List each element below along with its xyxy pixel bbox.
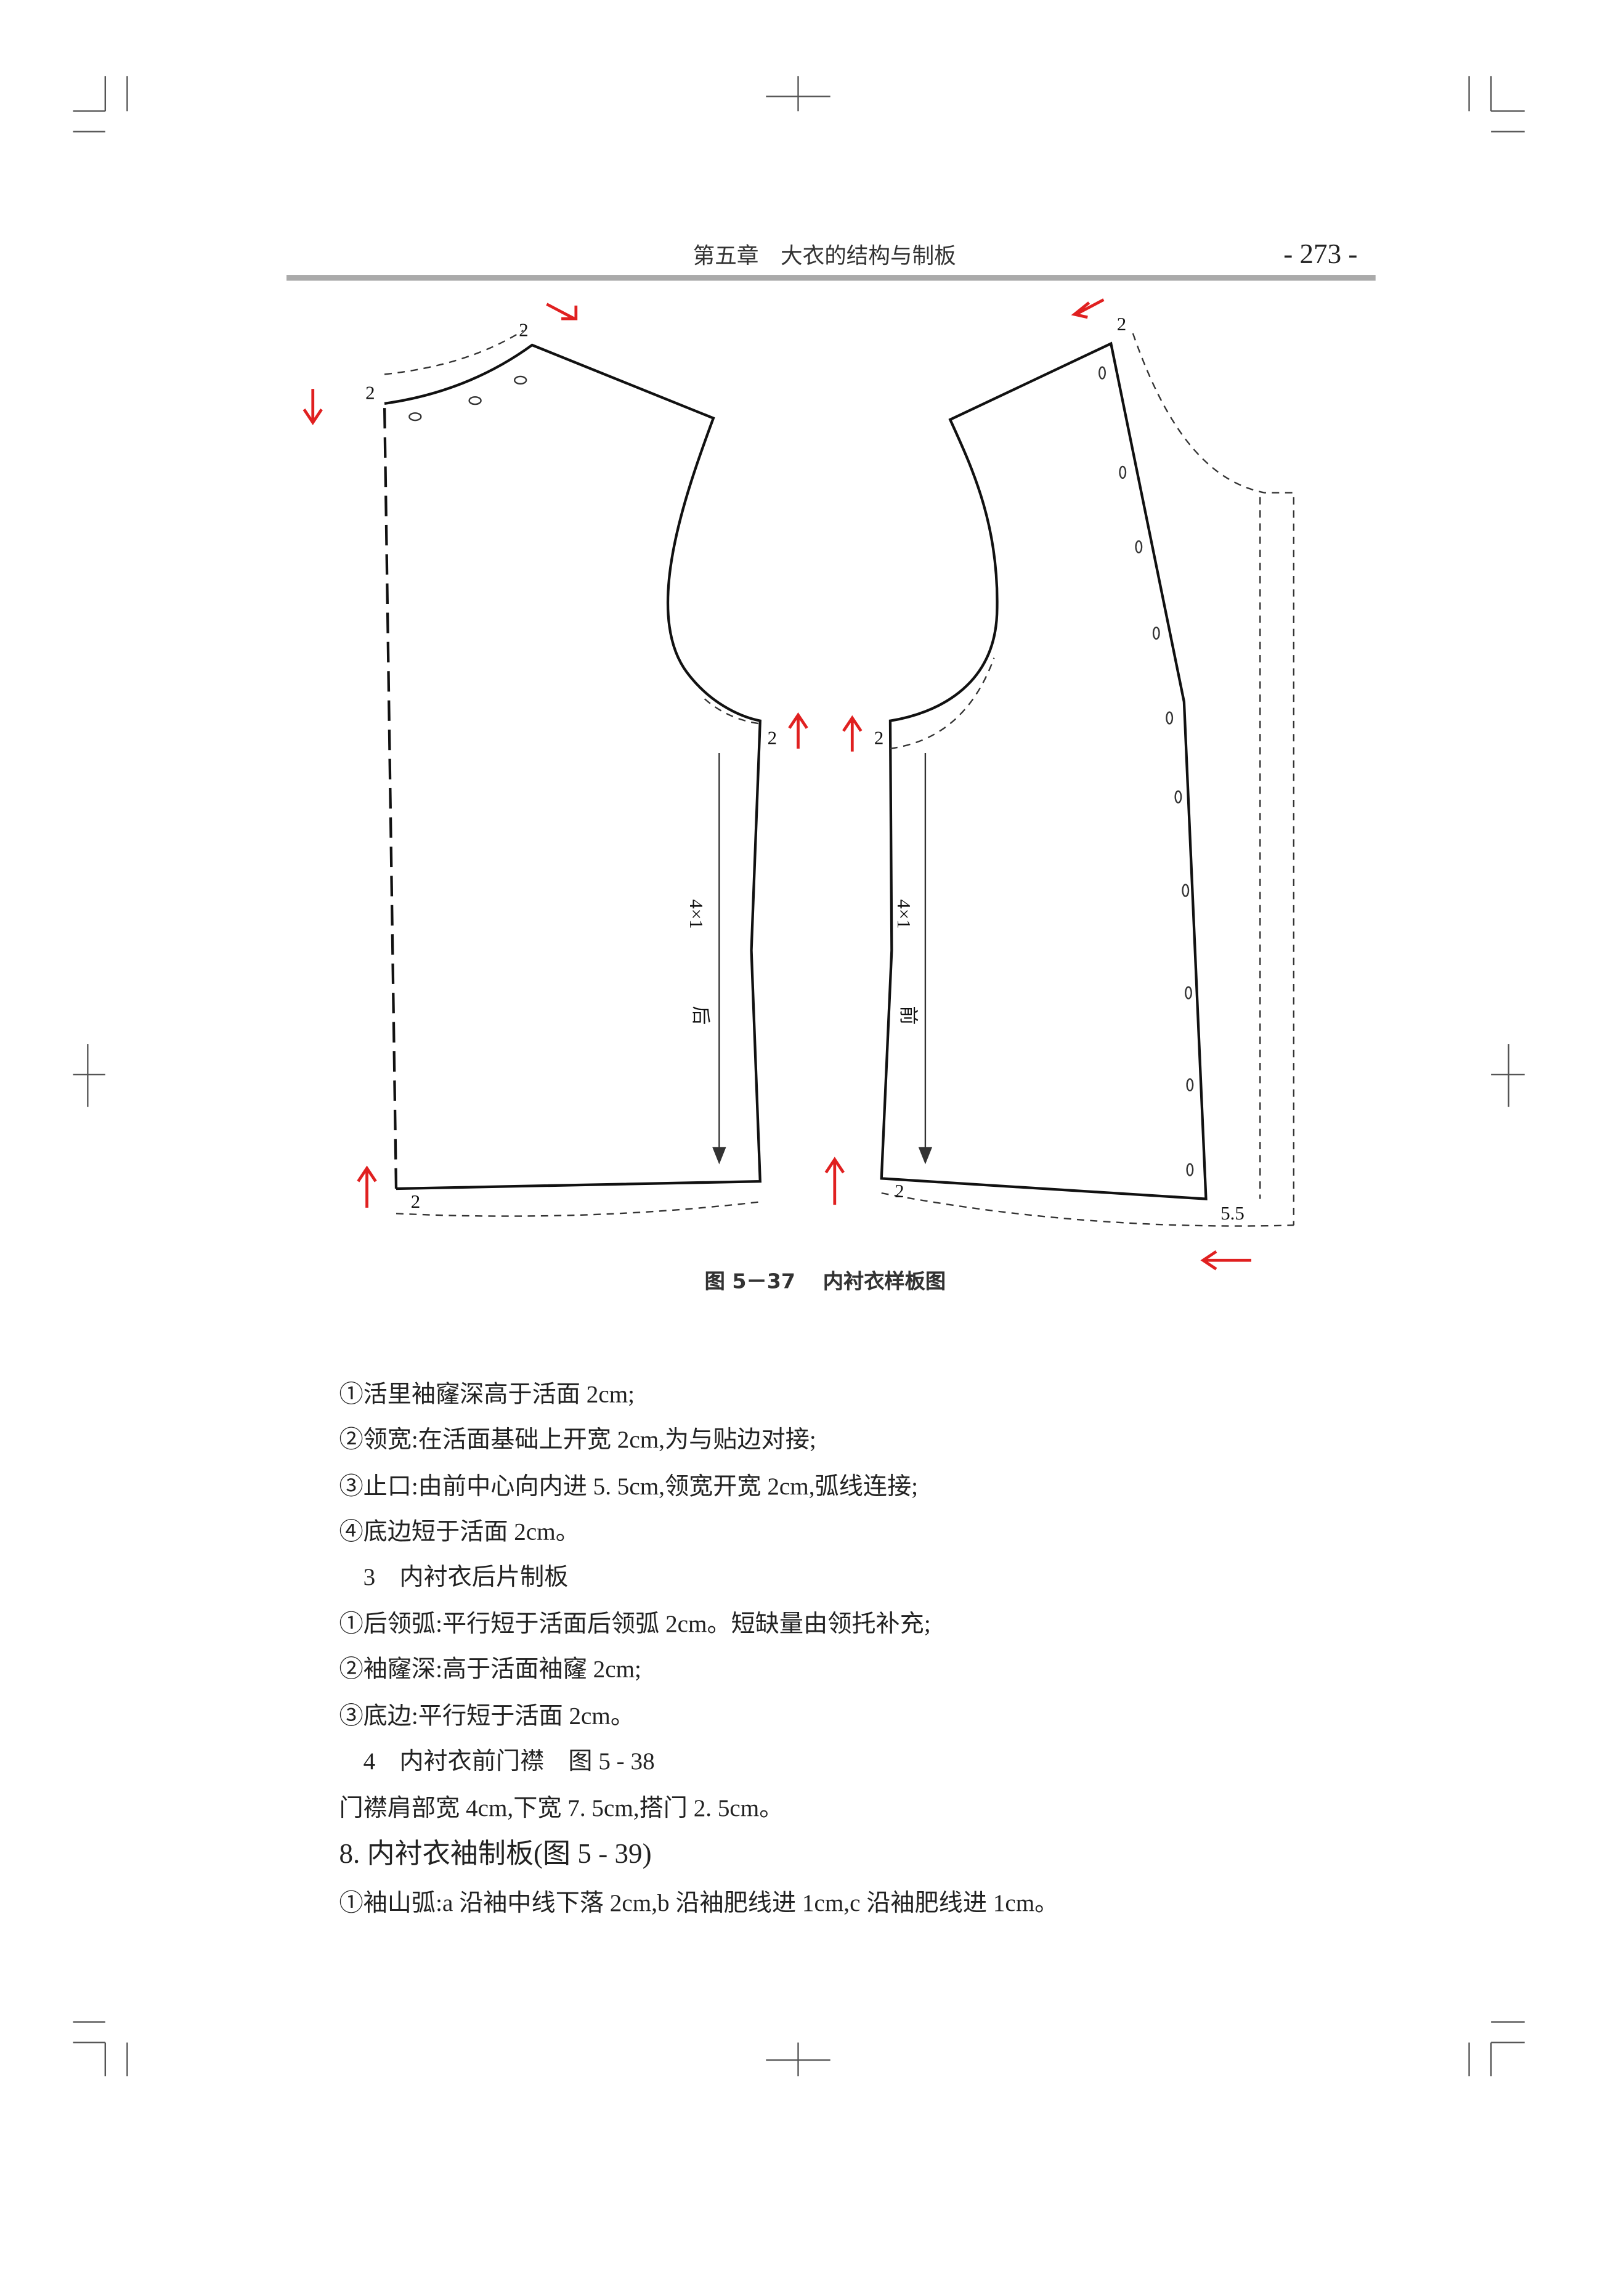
arrow-icon: [1200, 1250, 1252, 1271]
front-piece: [880, 341, 1208, 1200]
label: 后: [690, 1006, 711, 1025]
label: 2: [1117, 314, 1126, 335]
crop-marks: [73, 76, 1525, 2077]
arrow-icon: [824, 1157, 845, 1205]
arrow-icon: [788, 712, 808, 749]
back-piece: [383, 343, 762, 1191]
label: 2: [874, 728, 883, 749]
running-header: 第五章 大衣的结构与制板: [692, 242, 956, 269]
body-line: ①后领弧:平行短于活面后领弧 2cm。短缺量由领托补充;: [339, 1610, 931, 1638]
arrow-icon: [842, 715, 863, 752]
section-heading: 3 内衬衣后片制板: [339, 1563, 569, 1591]
label: 2: [365, 383, 375, 404]
figure-caption: 图 5－37 内衬衣样板图: [704, 1270, 946, 1294]
body-line: ①袖山弧:a 沿袖中线下落 2cm,b 沿袖肥线进 1cm,c 沿袖肥线进 1c…: [339, 1889, 1059, 1917]
body-line: ②袖窿深:高于活面袖窿 2cm;: [339, 1655, 641, 1683]
page-number: - 273 -: [1283, 240, 1358, 271]
buttonholes: [408, 366, 1194, 1176]
back-piece-seam-allowance: [384, 330, 760, 1217]
arrow-icon: [1071, 298, 1105, 319]
label: 2: [519, 320, 528, 341]
front-piece-seam-allowance: [881, 333, 1295, 1227]
body-line: ③止口:由前中心向内进 5. 5cm,领宽开宽 2cm,弧线连接;: [339, 1472, 919, 1500]
arrow-icon: [357, 1165, 377, 1208]
label: 5.5: [1220, 1203, 1245, 1224]
label: 4×1: [686, 899, 707, 929]
body-line: ③底边:平行短于活面 2cm。: [339, 1701, 635, 1730]
body-line: ②领宽:在活面基础上开宽 2cm,为与贴边对接;: [339, 1425, 816, 1454]
label: 2: [411, 1191, 420, 1212]
grain-lines: [712, 752, 933, 1165]
label: 前: [898, 1006, 919, 1025]
red-arrows: [303, 298, 1252, 1271]
section-heading: 4 内衬衣前门襟 图 5 - 38: [339, 1747, 655, 1775]
label: 4×1: [893, 899, 914, 929]
body-line: ①活里袖窿深高于活面 2cm;: [339, 1380, 635, 1408]
header-rule: [286, 275, 1376, 281]
label: 2: [895, 1181, 904, 1202]
arrow-icon: [303, 389, 323, 425]
body-line: 门襟肩部宽 4cm,下宽 7. 5cm,搭门 2. 5cm。: [339, 1794, 784, 1822]
section-heading: 8. 内衬衣袖制板(图 5 - 39): [339, 1839, 652, 1870]
arrow-icon: [546, 303, 578, 320]
label: 2: [768, 728, 777, 749]
body-line: ④底边短于活面 2cm。: [339, 1517, 580, 1545]
